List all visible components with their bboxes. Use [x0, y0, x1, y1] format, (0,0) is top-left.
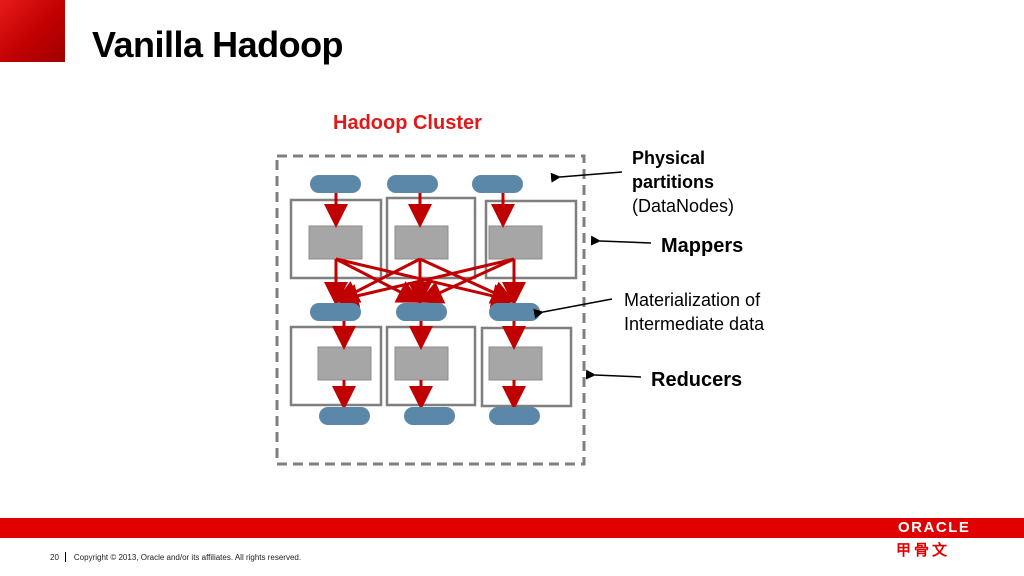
callout-arrow-reducers: [585, 369, 642, 380]
copyright-text: Copyright © 2013, Oracle and/or its affi…: [73, 553, 302, 562]
intermediate-partition: [310, 303, 361, 321]
input-partition: [472, 175, 523, 193]
reducer-task: [394, 346, 449, 381]
mapper-task: [394, 225, 449, 260]
shuffle-arrow: [419, 257, 516, 304]
mappers-label: Mappers: [661, 235, 744, 257]
oracle-logo: ORACLE: [898, 519, 971, 536]
reducer-task: [488, 346, 543, 381]
callout-arrow-mappers: [590, 235, 652, 246]
intermediate-partition: [489, 303, 540, 321]
cluster-boundary: [275, 154, 586, 466]
materialization-label-line2: Intermediate data: [624, 314, 765, 334]
input-partition: [310, 175, 361, 193]
shuffle-arrow: [418, 257, 515, 304]
callout-arrow-materialization: [533, 298, 613, 319]
footer-separator: [64, 552, 66, 562]
page-number: 20: [50, 553, 59, 562]
slide-title: Vanilla Hadoop: [92, 24, 344, 65]
physical-label-line3: (DataNodes): [632, 196, 735, 216]
physical-partitions-label: Physical partitions (DataNodes): [632, 146, 734, 218]
callout-arrow-physical: [550, 171, 623, 183]
shuffle-arrow: [334, 257, 515, 308]
materialization-label-line1: Materialization of: [624, 290, 761, 310]
intermediate-partition: [396, 303, 447, 321]
output-partition: [489, 407, 540, 425]
physical-label-line2: partitions: [632, 172, 715, 192]
shuffle-arrow: [335, 257, 422, 303]
footer-bar: [0, 518, 1024, 538]
mapper-task: [488, 225, 543, 260]
materialization-label: Materialization of Intermediate data: [624, 288, 764, 336]
output-partition: [404, 407, 455, 425]
oracle-chinese-logo: 甲骨文: [896, 542, 951, 559]
brand-corner-block: [0, 0, 65, 62]
reducer-task: [317, 346, 372, 381]
footer: 20 Copyright © 2013, Oracle and/or its af…: [50, 552, 301, 562]
output-partition: [319, 407, 370, 425]
input-partition: [387, 175, 438, 193]
physical-label-line1: Physical: [632, 148, 706, 168]
mapper-task: [308, 225, 363, 260]
reducers-label: Reducers: [651, 369, 743, 391]
cluster-title: Hadoop Cluster: [333, 112, 482, 134]
